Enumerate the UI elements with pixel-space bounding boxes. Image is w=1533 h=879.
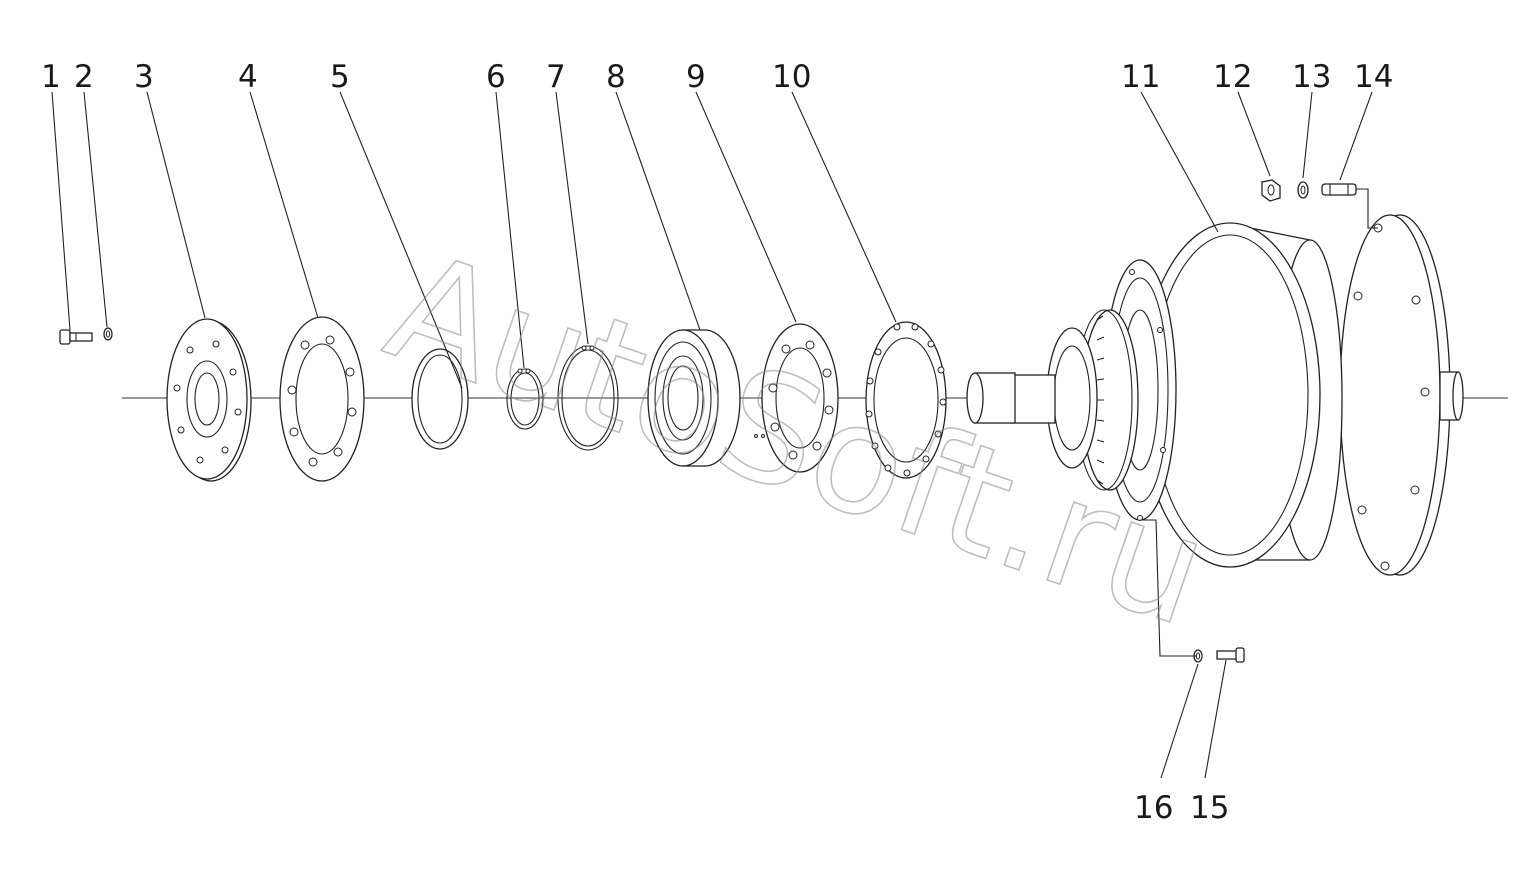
part-3-cover-flange bbox=[166, 318, 252, 482]
callout-7: 7 bbox=[546, 59, 566, 95]
part-13-washer bbox=[1297, 181, 1309, 199]
part-11-housing-assembly bbox=[966, 214, 1464, 576]
callout-2: 2 bbox=[74, 59, 94, 95]
callout-13: 13 bbox=[1292, 59, 1331, 95]
callout-12: 12 bbox=[1213, 59, 1252, 95]
callout-3: 3 bbox=[134, 59, 154, 95]
part-9-gasket bbox=[761, 323, 839, 473]
callout-8: 8 bbox=[606, 59, 626, 95]
callout-9: 9 bbox=[686, 59, 706, 95]
callout-10: 10 bbox=[772, 59, 811, 95]
callout-14: 14 bbox=[1354, 59, 1393, 95]
part-6-snap-ring bbox=[506, 368, 544, 430]
part-7-retaining-ring bbox=[557, 345, 619, 451]
part-14-stud bbox=[1321, 183, 1357, 196]
part-12-nut bbox=[1261, 179, 1281, 202]
leader-lines bbox=[51, 91, 1378, 779]
part-5-sleeve bbox=[411, 348, 469, 450]
part-15-bolt bbox=[1216, 647, 1245, 663]
callout-labels: 1 2 3 4 5 6 7 8 9 10 11 12 13 14 15 16 bbox=[41, 59, 1393, 826]
callout-6: 6 bbox=[486, 59, 506, 95]
part-4-gasket bbox=[279, 316, 365, 482]
part-2-washer bbox=[103, 327, 113, 341]
part-16-washer bbox=[1193, 649, 1203, 663]
callout-4: 4 bbox=[238, 59, 258, 95]
callout-16: 16 bbox=[1134, 790, 1173, 826]
part-8-bearing bbox=[647, 329, 765, 467]
callout-11: 11 bbox=[1121, 59, 1160, 95]
callout-1: 1 bbox=[41, 59, 61, 95]
callout-5: 5 bbox=[330, 59, 350, 95]
callout-15: 15 bbox=[1190, 790, 1229, 826]
part-1-bolt bbox=[59, 329, 93, 345]
part-10-ring-plate bbox=[865, 321, 947, 479]
